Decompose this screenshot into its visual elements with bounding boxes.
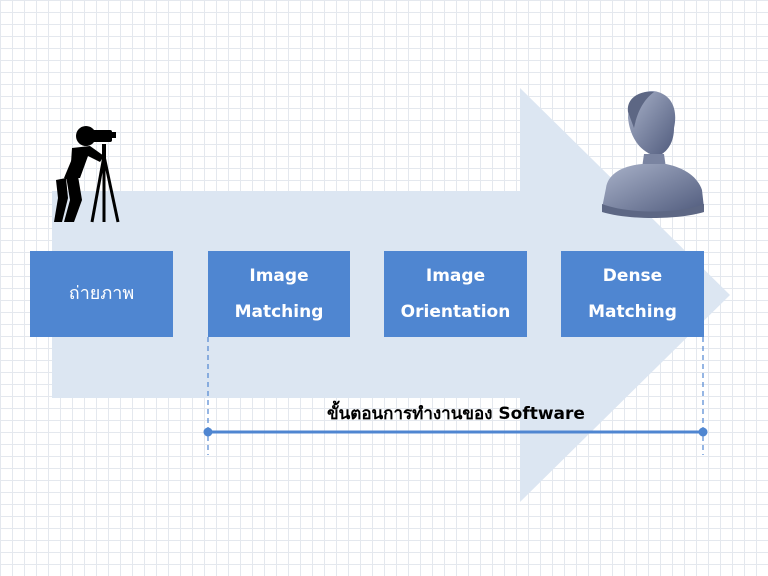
stage-label-line-1: Image bbox=[425, 266, 486, 286]
stage-label: ถ่ายภาพ bbox=[68, 283, 135, 304]
photographer-with-tripod-icon bbox=[54, 126, 120, 223]
stage-label-line-1: Image bbox=[249, 266, 309, 286]
stage-box-image-matching: Image Matching bbox=[208, 251, 350, 337]
software-process-label: ขั้นตอนการทำงานของ Software bbox=[327, 404, 585, 424]
stage-label-line-2: Matching bbox=[234, 302, 324, 322]
stage-box-photography: ถ่ายภาพ bbox=[30, 251, 173, 337]
stage-box-image-orientation: Image Orientation bbox=[384, 251, 527, 337]
stage-box-dense-matching: Dense Matching bbox=[561, 251, 704, 337]
stage-label-line-1: Dense bbox=[602, 266, 663, 286]
stage-label-line-2: Matching bbox=[588, 302, 677, 322]
stage-label-line-2: Orientation bbox=[400, 302, 511, 322]
3d-bust-model bbox=[602, 91, 704, 218]
